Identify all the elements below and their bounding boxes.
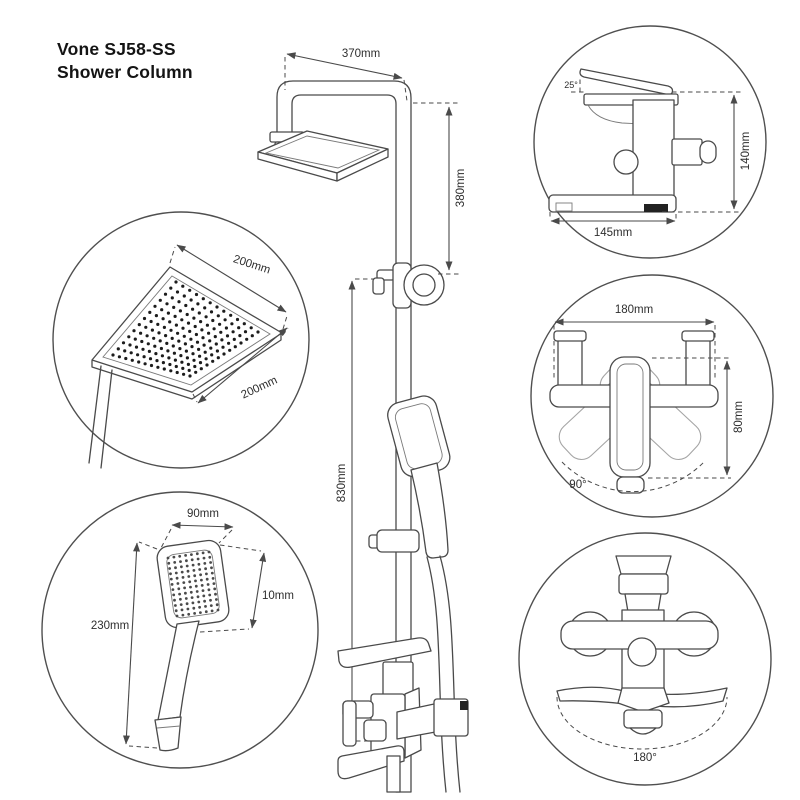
mixer-front-spout (617, 687, 670, 713)
dim-hand-depth: 10mm (199, 544, 294, 633)
bottom-mixer-tap (337, 637, 469, 793)
rain-head-arm (88, 365, 113, 469)
diverter-knob (363, 719, 387, 742)
hose-outlet-block (433, 698, 469, 737)
wall-union-right (685, 335, 711, 387)
mixer-top-spout (609, 356, 651, 478)
dim-body-depth-label: 80mm (733, 401, 745, 433)
mixer-side-lever (579, 68, 674, 96)
product-title-line1: Vone SJ58-SS (57, 39, 176, 59)
dim-spout-swivel-top-label: 90° (569, 479, 586, 491)
mixer-side-outlet (671, 138, 703, 166)
hand-shower-on-riser (387, 395, 451, 559)
mixer-lever-handle (337, 637, 432, 669)
dim-mixer-width-label: 180mm (615, 304, 653, 316)
dim-arm-width: 370mm (284, 48, 408, 102)
slider-holder (368, 529, 420, 553)
dim-head-side-b-label: 200mm (240, 374, 280, 401)
overhead-shower-head (257, 130, 389, 182)
dim-mixer-depth-label: 145mm (594, 227, 632, 239)
hand-shower-head (156, 539, 230, 629)
dim-hand-depth-label: 10mm (262, 590, 294, 602)
dim-hand-width: 90mm (160, 508, 234, 549)
rain-head-face (91, 266, 283, 393)
hand-shower-nozzle-dots (166, 550, 220, 618)
dim-arm-width-label: 370mm (342, 48, 380, 60)
dim-mixer-width: 180mm (553, 304, 716, 380)
dim-bar-height-label: 830mm (336, 464, 348, 502)
product-title-line2: Shower Column (57, 62, 193, 83)
detail-circle-mixer-top: 90° 180mm 80mm (530, 274, 774, 518)
dim-head-side-a-label: 200mm (232, 253, 272, 276)
detail-circle-mixer-side: 25° 140mm 145mm (533, 25, 767, 259)
dim-hand-length: 230mm (91, 541, 158, 749)
dim-body-depth: 80mm (648, 357, 745, 479)
wall-bracket (372, 262, 445, 309)
detail-circle-hand-shower: 90mm 10mm 230mm (41, 491, 319, 769)
dim-mixer-depth: 145mm (549, 212, 677, 239)
product-title: Vone SJ58-SS Shower Column (57, 38, 193, 84)
dim-upper-height-label: 380mm (455, 169, 467, 207)
dim-mixer-height: 140mm (662, 91, 752, 213)
dim-upper-height: 380mm (413, 102, 467, 275)
mixer-side-button (613, 149, 639, 175)
dim-spout-swivel-front-label: 180° (633, 752, 657, 764)
shower-hose (426, 555, 461, 793)
mixer-spout (337, 745, 405, 780)
dim-hand-width-label: 90mm (187, 508, 219, 520)
dim-mixer-height-label: 140mm (740, 132, 752, 170)
main-shower-column-drawing: 830mm (257, 48, 469, 793)
mixer-front-diverter (627, 637, 657, 667)
hand-shower-handle (410, 462, 449, 559)
column-connector-cap (615, 555, 672, 575)
hand-shower-handle-detail (157, 620, 200, 721)
detail-circle-rain-head: 200mm 200mm (52, 211, 310, 469)
wall-union-left (557, 335, 583, 387)
dim-handle-angle-label: 25° (564, 80, 578, 90)
dim-hand-length-label: 230mm (91, 620, 129, 632)
detail-circle-mixer-front: 180° (518, 532, 772, 786)
